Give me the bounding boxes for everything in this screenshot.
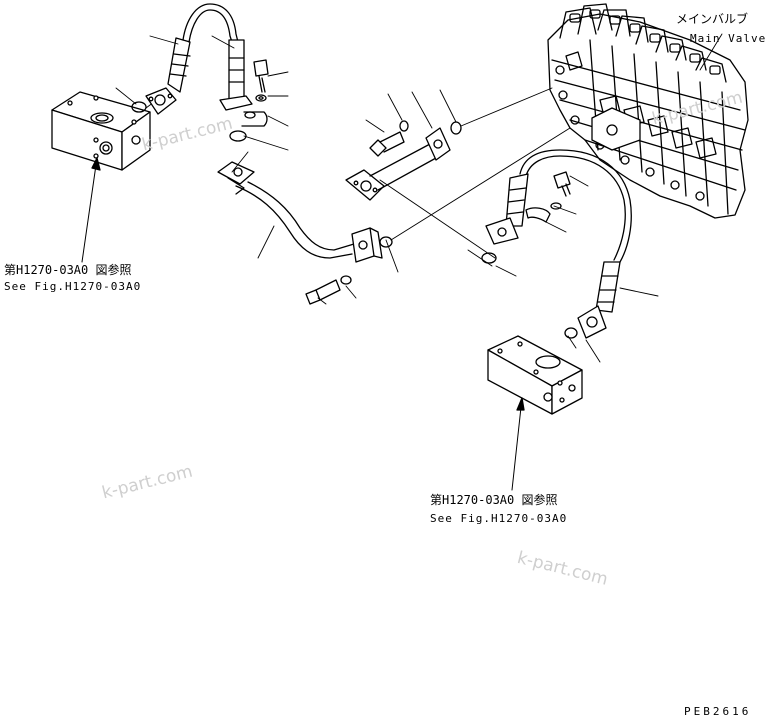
main-valve-label-jp: メインバルブ xyxy=(676,12,749,26)
main-valve-label-en: Main Valve xyxy=(690,32,767,45)
callout-leaders xyxy=(116,36,658,362)
assembly-lines xyxy=(380,88,570,258)
main-valve-assembly xyxy=(548,4,748,218)
left-pipe xyxy=(218,162,392,304)
ref1-label-en: See Fig.H1270-03A0 xyxy=(4,280,142,293)
ref1-label-jp: 第H1270-03A0 図参照 xyxy=(4,263,132,277)
lower-valve-block xyxy=(488,336,582,414)
ref2-arrow-shaft xyxy=(512,398,522,490)
ref2-arrowhead xyxy=(517,398,524,410)
right-hose-assembly xyxy=(482,150,631,338)
drawing-code: PEB2616 xyxy=(684,705,752,718)
middle-pipe xyxy=(346,121,461,200)
ref2-label-en: See Fig.H1270-03A0 xyxy=(430,512,568,525)
left-hose-assembly xyxy=(132,4,268,141)
ref1-arrowhead xyxy=(92,158,100,170)
main-valve-leader xyxy=(700,34,722,70)
ref1-arrow-shaft xyxy=(82,158,97,262)
ref2-label-jp: 第H1270-03A0 図参照 xyxy=(430,493,558,507)
left-valve-block xyxy=(52,92,150,170)
